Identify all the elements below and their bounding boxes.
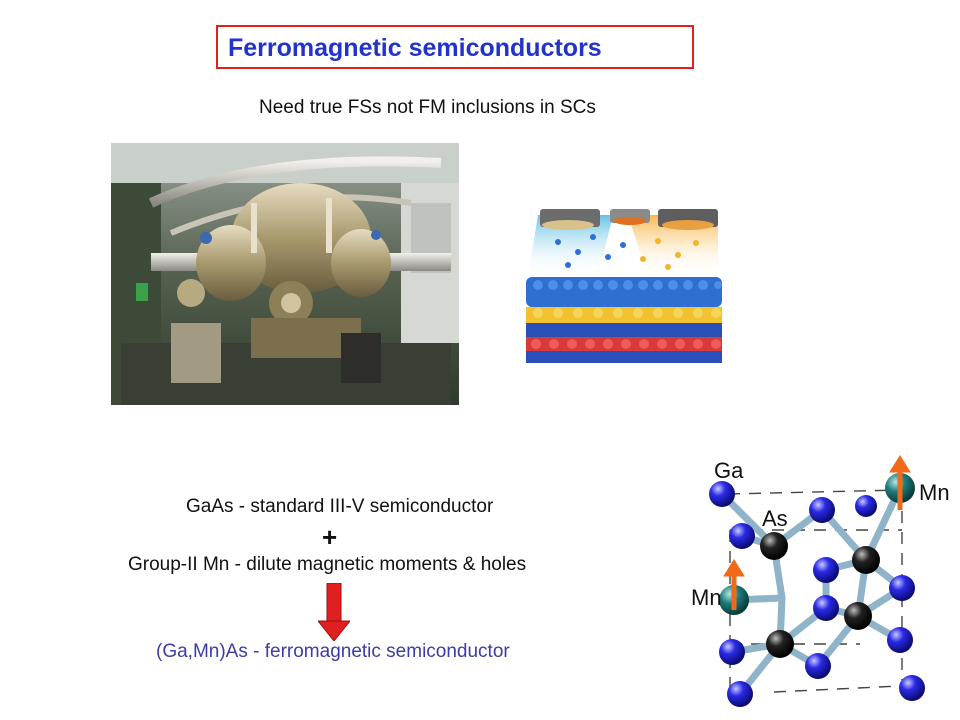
label-mn-top: Mn: [919, 480, 950, 505]
mn-line: Group-II Mn - dilute magnetic moments & …: [128, 554, 527, 575]
slide-title: Ferromagnetic semiconductors: [228, 34, 602, 62]
down-arrow-icon: [318, 583, 350, 641]
mbe-chamber-photo: [111, 143, 459, 405]
label-mn-left: Mn: [691, 585, 722, 610]
label-ga: Ga: [714, 458, 744, 483]
epitaxial-growth-illustration: [526, 209, 722, 363]
title-box: Ferromagnetic semiconductors: [216, 25, 694, 69]
gaas-line: GaAs - standard III-V semiconductor: [186, 496, 494, 517]
zincblende-crystal-structure: [709, 455, 925, 707]
result-line: (Ga,Mn)As - ferromagnetic semiconductor: [156, 641, 510, 662]
slide-subtitle: Need true FSs not FM inclusions in SCs: [259, 97, 596, 118]
label-as: As: [762, 506, 788, 531]
plus-sign: +: [322, 522, 338, 552]
